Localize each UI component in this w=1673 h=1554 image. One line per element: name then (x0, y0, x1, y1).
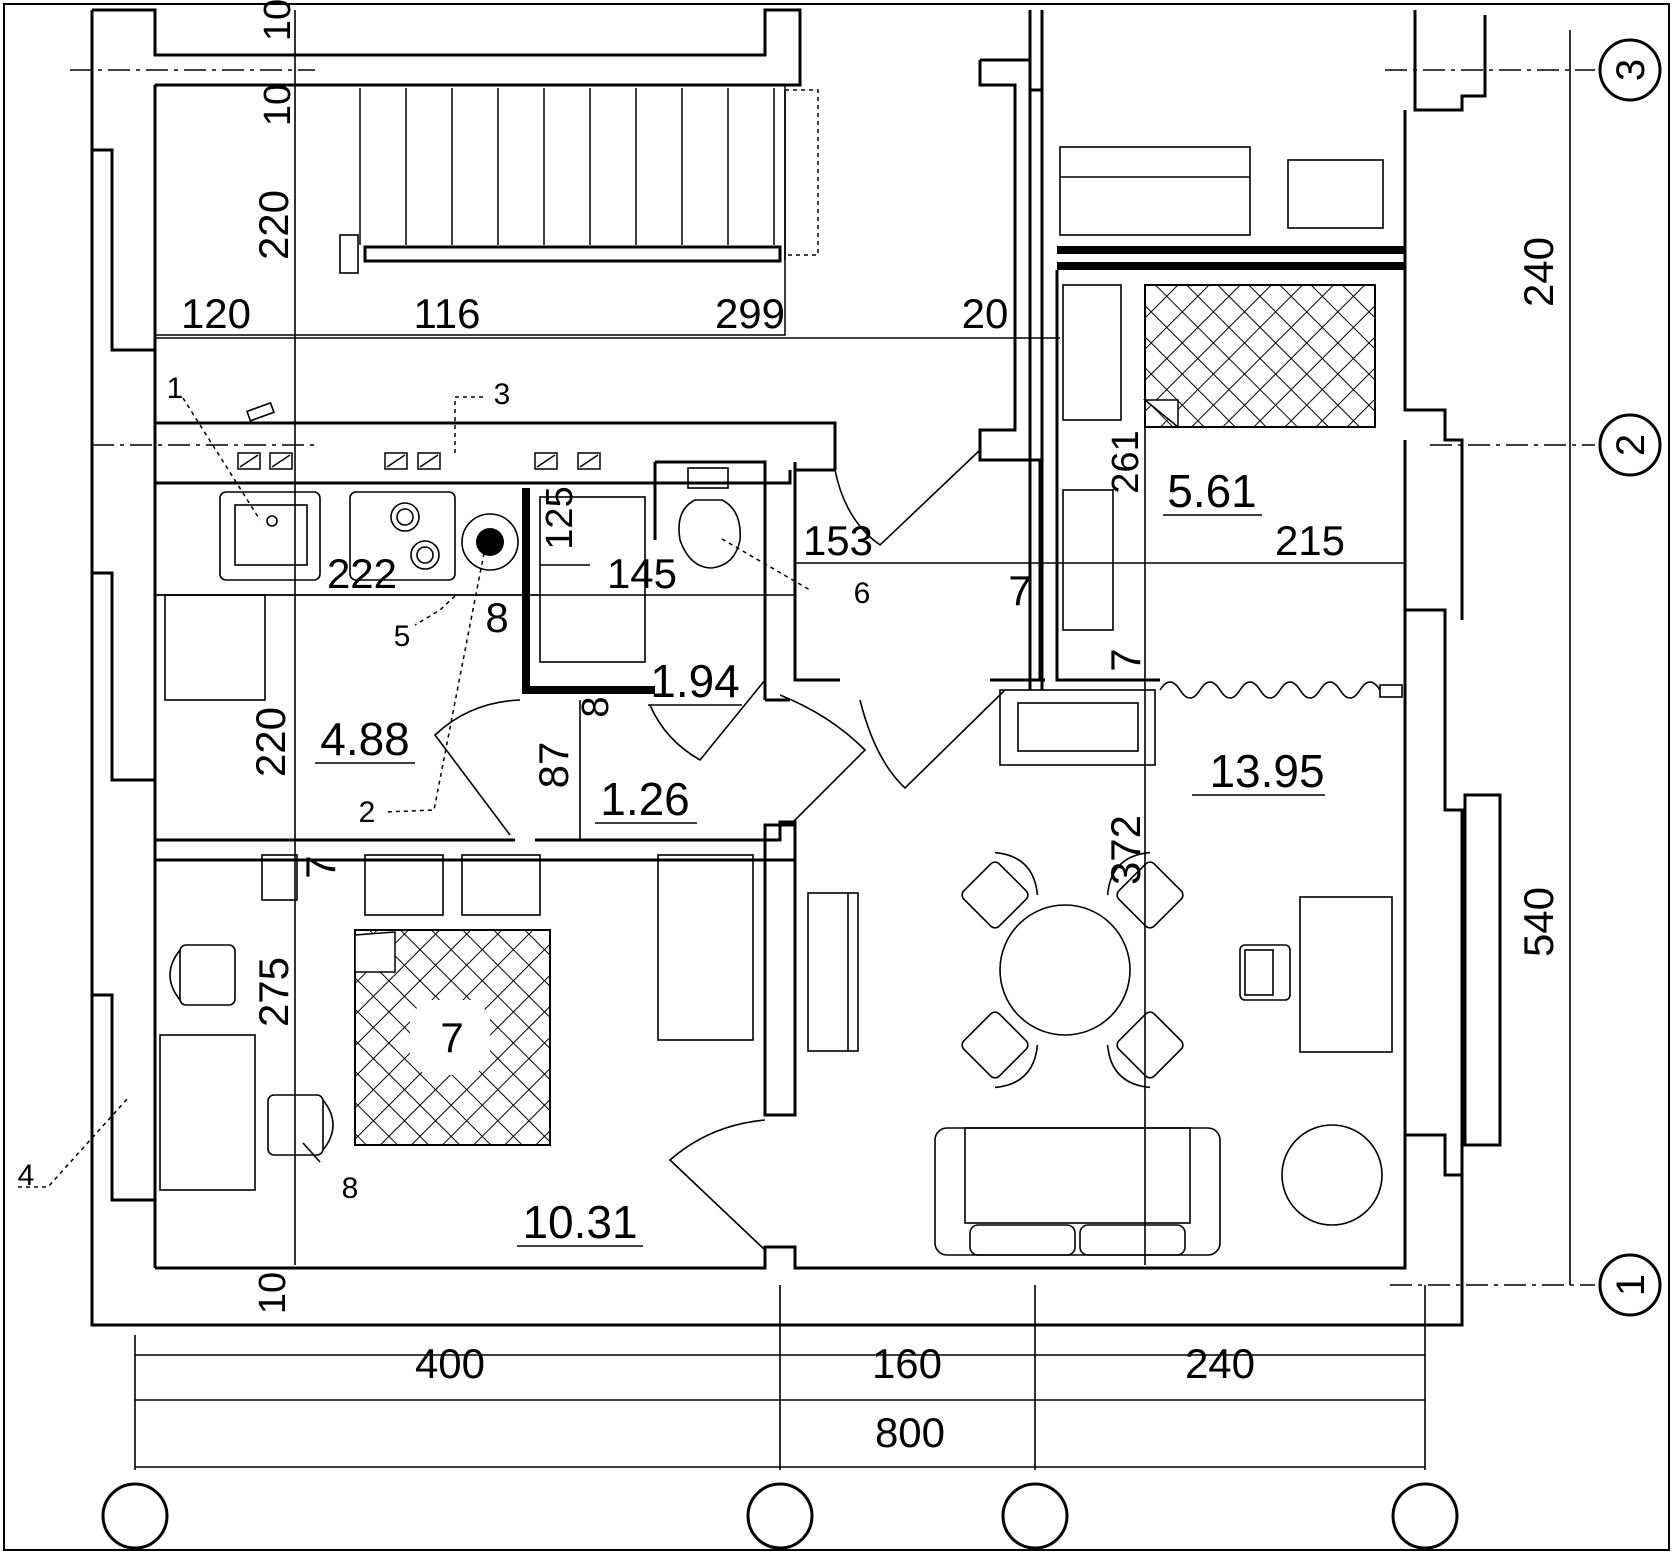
dim-row-299: 299 (715, 290, 785, 337)
callout-6: 6 (854, 577, 871, 610)
outer-walls (90, 8, 1502, 1327)
staircase (154, 84, 819, 336)
callout-leaders (18, 396, 811, 1188)
callout-8: 8 (342, 1172, 359, 1205)
dim-stair-220: 220 (250, 190, 297, 260)
dim-bed-275: 275 (250, 957, 297, 1027)
dim-kitchen-222: 222 (327, 550, 397, 597)
dim-bed-7: 7 (297, 855, 344, 878)
axis-circle-bottom-2 (746, 1482, 814, 1550)
axis-circle-3 (1598, 38, 1662, 102)
dim-hall-153: 153 (803, 517, 873, 564)
axis-circle-bottom-3 (1001, 1482, 1069, 1550)
axis-circle-bottom-1 (101, 1482, 169, 1550)
dim-right-261: 261 (1105, 430, 1147, 493)
dim-kitchen-220: 220 (247, 707, 294, 777)
area-bedroom-right: 5.61 (1167, 465, 1257, 517)
dim-row-116: 116 (414, 290, 481, 337)
dim-hall-7: 7 (1008, 567, 1031, 614)
callout-1: 1 (167, 372, 184, 405)
doors (433, 449, 1006, 1251)
chair-icon (1106, 851, 1184, 929)
callout-3: 3 (494, 378, 511, 411)
area-living: 13.95 (1209, 745, 1324, 797)
dim-bath-87: 87 (530, 742, 577, 789)
area-wc: 1.26 (600, 773, 690, 825)
axis-label-1: 1 (1609, 1274, 1653, 1296)
area-bathroom: 1.94 (650, 655, 740, 707)
callout-2: 2 (359, 796, 376, 829)
area-bedroom: 10.31 (522, 1196, 637, 1248)
interior-walls (153, 246, 1405, 1117)
axis-circle-2 (1598, 413, 1662, 477)
bed-marker-label: 7 (440, 1014, 463, 1061)
dim-row-120: 120 (181, 290, 251, 337)
dim-bath-125: 125 (539, 486, 581, 549)
dim-living-372: 372 (1102, 815, 1149, 885)
dim-right-7: 7 (1102, 648, 1149, 671)
axis-markers: 3 2 1 (101, 38, 1662, 1550)
dim-bottom-240: 240 (1185, 1340, 1255, 1387)
living-furniture (807, 851, 1393, 1256)
right-room-furniture (999, 146, 1403, 766)
area-kitchen: 4.88 (320, 713, 410, 765)
dim-right-215: 215 (1275, 517, 1345, 564)
dim-row-20: 20 (962, 290, 1009, 337)
dimension-lines (70, 10, 1595, 1470)
dim-bottom-400: 400 (415, 1340, 485, 1387)
dim-bed-10: 10 (252, 1272, 294, 1314)
dim-bath-8: 8 (575, 696, 617, 717)
callout-labels: 1 2 3 4 5 6 8 (18, 372, 871, 1205)
axis-circle-bottom-4 (1391, 1482, 1459, 1550)
dim-stair-top-10a: 10 (257, 0, 299, 41)
dim-right-540: 540 (1515, 887, 1562, 957)
dim-right-240: 240 (1515, 237, 1562, 307)
dim-bottom-800: 800 (875, 1409, 945, 1456)
bedroom-furniture (159, 854, 754, 1191)
callout-5: 5 (394, 620, 411, 653)
area-labels: 4.88 1.94 1.26 5.61 13.95 10.31 7 (315, 465, 1325, 1248)
chair-icon (1106, 1011, 1184, 1089)
toilet-icon (678, 467, 741, 569)
desk-chair-icon (1239, 944, 1291, 1001)
callout-4: 4 (18, 1159, 35, 1192)
axis-label-2: 2 (1609, 434, 1653, 456)
chair-icon (961, 1011, 1039, 1089)
axis-circle-1 (1598, 1253, 1662, 1317)
dimension-labels: 10 10 220 120 116 299 20 222 8 220 125 1… (181, 0, 1562, 1456)
axis-label-3: 3 (1609, 59, 1653, 81)
dim-stair-top-10b: 10 (257, 84, 299, 126)
chair-icon (961, 851, 1039, 929)
dim-kitchen-8: 8 (485, 594, 508, 641)
dim-bottom-160: 160 (872, 1340, 942, 1387)
sheet-border (3, 3, 1670, 1551)
dim-bath-145: 145 (607, 550, 677, 597)
